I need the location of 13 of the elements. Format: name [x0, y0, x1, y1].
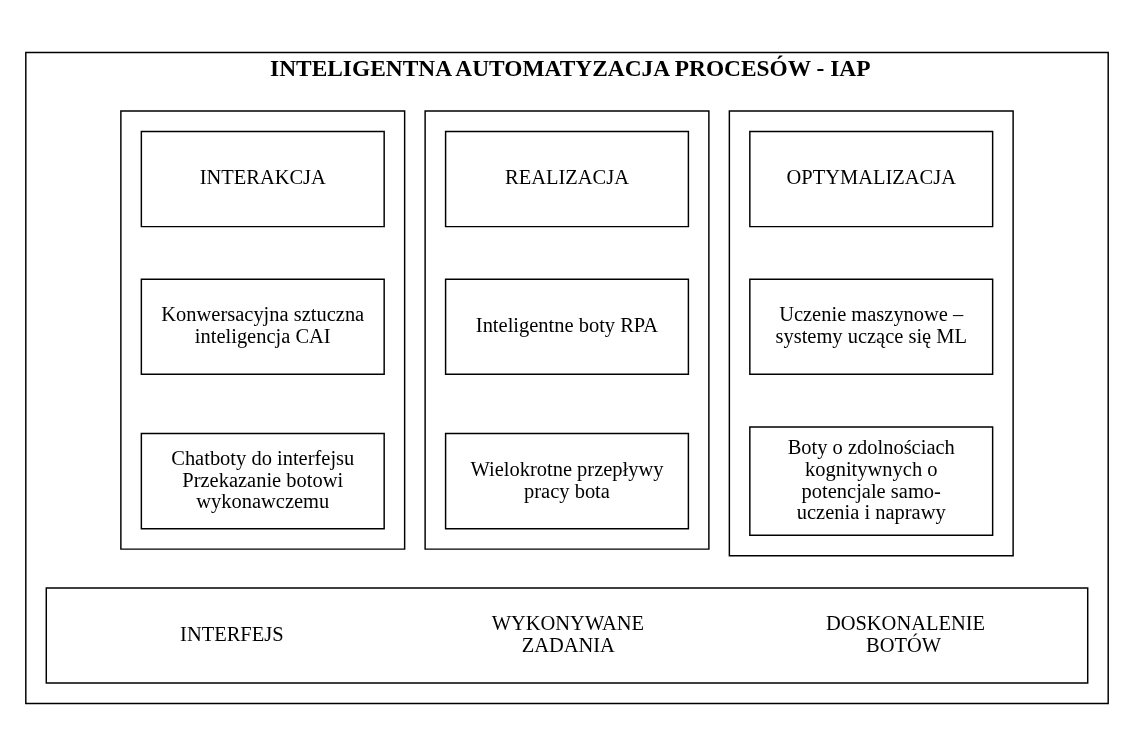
node-box: INTERAKCJA	[140, 130, 385, 227]
node-box: Wielokrotne przepływy pracy bota	[444, 432, 690, 529]
node-box: Konwersacyjna sztuczna inteligencja CAI	[140, 278, 385, 375]
cluster	[424, 109, 710, 550]
node-box: Inteligentne boty RPA	[444, 278, 690, 375]
node-box: Boty o zdolnościach kognitywnych o potencjale samo-uczenia i naprawy	[749, 425, 994, 536]
node-box: Uczenie maszynowe – systemy uczące się ML	[749, 278, 994, 375]
cluster	[728, 109, 1014, 556]
cluster	[120, 109, 406, 550]
node-box: REALIZACJA	[444, 130, 690, 227]
node-box: INTERFEJS WYKONYWANE ZADANIA DOSKONALENIE BOTÓW	[45, 586, 1089, 684]
node-box: Chatboty do interfejsu Przekazanie botowi wykonawczemu	[140, 432, 385, 529]
node-box: OPTYMALIZACJA	[749, 130, 994, 227]
